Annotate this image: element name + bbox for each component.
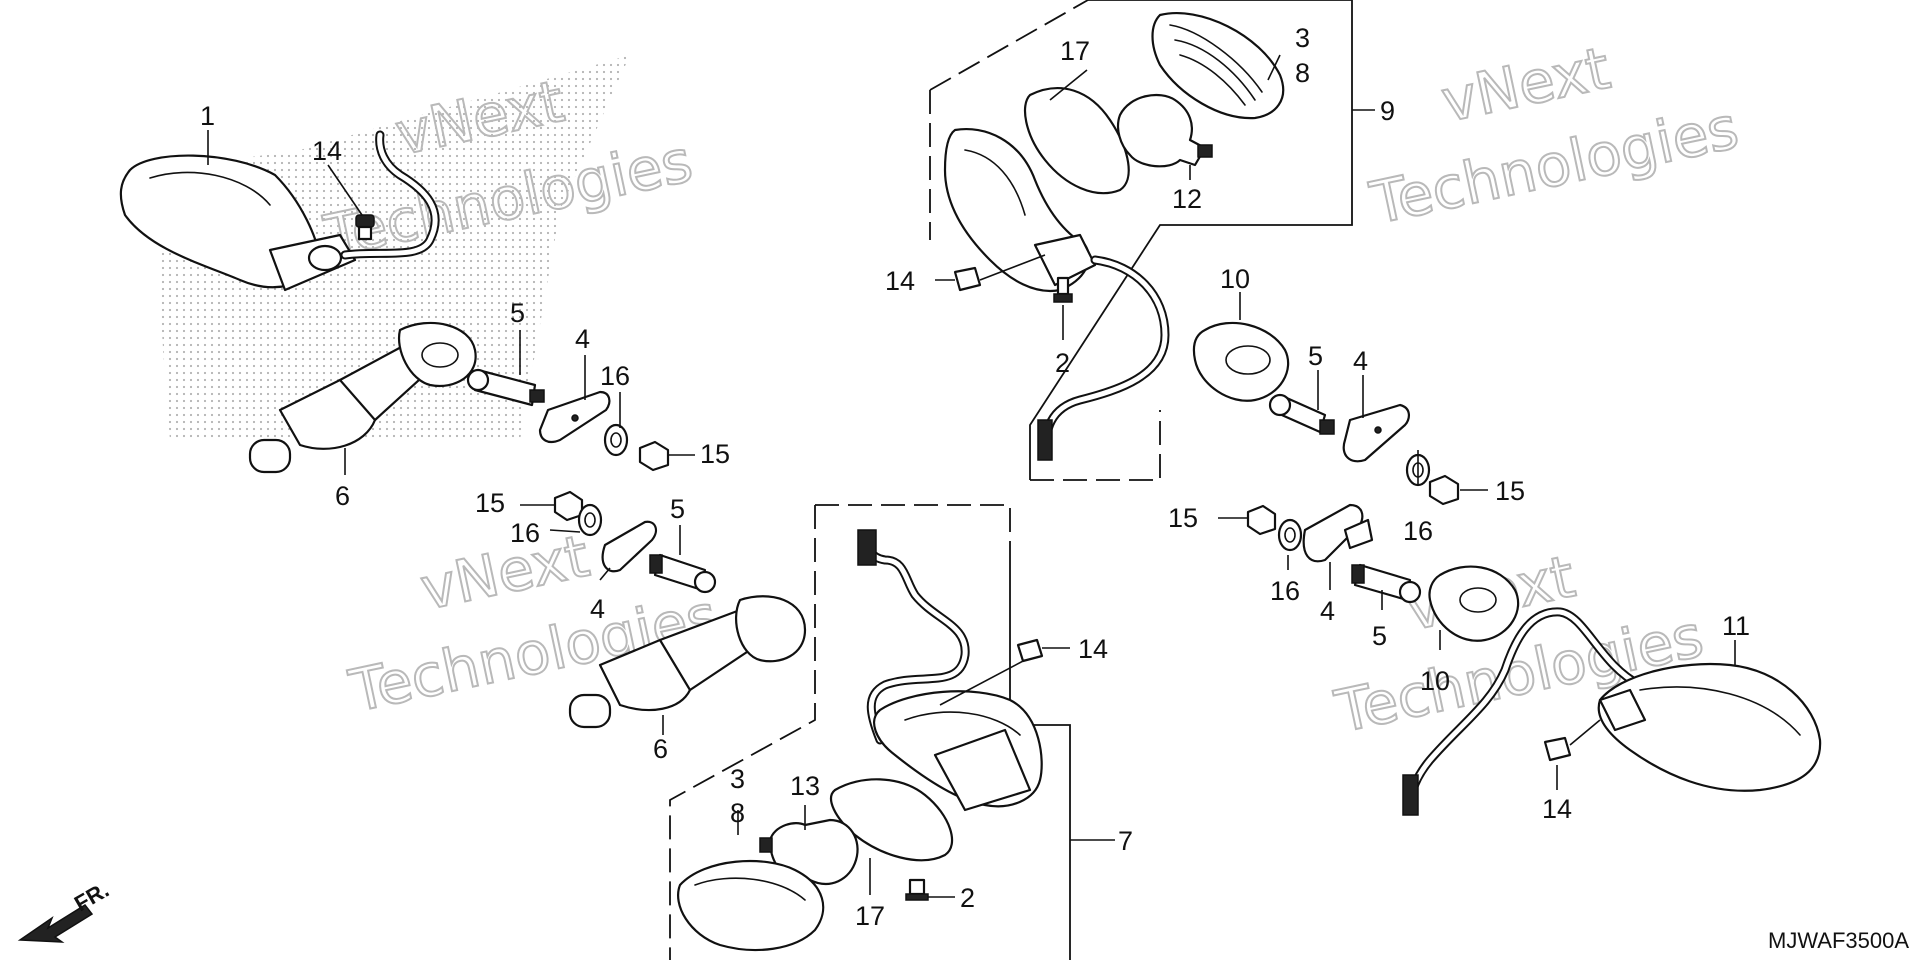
- svg-text:vNext: vNext: [415, 522, 595, 624]
- label-3: 3: [1295, 23, 1310, 53]
- label-14: 14: [1542, 794, 1572, 824]
- part-16-washer-lower-left: [577, 503, 603, 537]
- label-5: 5: [1308, 341, 1323, 371]
- front-direction-indicator: FR.: [17, 877, 113, 943]
- part-15-nut-right-lower: [1246, 504, 1277, 536]
- leader-lines: [207, 54, 1736, 898]
- label-4: 4: [1353, 346, 1368, 376]
- part-6-stay-lower: [568, 595, 807, 729]
- part-15-nut-lower-left: [553, 490, 584, 522]
- label-17: 17: [1060, 36, 1090, 66]
- part-17-gasket-upper: [1023, 87, 1130, 195]
- svg-text:vNext: vNext: [1436, 34, 1616, 136]
- label-17: 17: [855, 901, 885, 931]
- part-4-plate: [538, 390, 611, 444]
- label-11: 11: [1722, 611, 1750, 641]
- label-3: 3: [730, 764, 745, 794]
- drawing-code: MJWAF3500A: [1768, 928, 1909, 953]
- label-10: 10: [1220, 264, 1250, 294]
- label-5: 5: [670, 494, 685, 524]
- label-15: 15: [1168, 503, 1198, 533]
- part-9-turn-signal-housing: [943, 128, 1097, 293]
- label-4: 4: [575, 324, 590, 354]
- part-1-wire: [340, 130, 440, 260]
- part-1-turn-signal-housing: [119, 154, 357, 292]
- label-8: 8: [730, 798, 745, 828]
- label-2: 2: [960, 883, 975, 913]
- part-14-screw-upper-center: [953, 266, 982, 292]
- part-4-plate-lower-left: [601, 520, 658, 573]
- label-15: 15: [475, 488, 505, 518]
- part-11-wire: [1402, 607, 1645, 816]
- label-6: 6: [653, 734, 668, 764]
- label-2: 2: [1055, 348, 1070, 378]
- part-5-bolt-right-upper: [1268, 393, 1335, 435]
- part-12-bulb: [1116, 93, 1213, 168]
- part-15-nut: [638, 440, 670, 472]
- part-6-stay: [248, 321, 477, 474]
- part-labels: 1 14 5 4 16 15 6 15 16 4 5 6 17 3 8 9 12…: [200, 23, 1750, 931]
- label-15: 15: [700, 439, 730, 469]
- label-8: 8: [1295, 58, 1310, 88]
- part-4-plate-right-lower: [1302, 503, 1374, 563]
- label-7: 7: [1118, 826, 1133, 856]
- svg-text:Technologies: Technologies: [1364, 93, 1744, 237]
- part-11-turn-signal-housing: [1597, 662, 1822, 792]
- part-5-bolt: [466, 368, 545, 407]
- part-2-screw-upper: [1053, 276, 1073, 303]
- part-10-bracket-upper: [1192, 321, 1290, 402]
- label-4: 4: [590, 594, 605, 624]
- label-13: 13: [790, 771, 820, 801]
- label-16: 16: [600, 361, 630, 391]
- part-3-lens-lower: [677, 859, 825, 952]
- label-4: 4: [1320, 596, 1335, 626]
- label-9: 9: [1380, 96, 1395, 126]
- part-9-wire: [1037, 255, 1170, 461]
- arrow-icon: [17, 904, 94, 943]
- part-16-washer-right-lower: [1277, 518, 1303, 552]
- label-15: 15: [1495, 476, 1525, 506]
- part-4-plate-right-upper: [1342, 403, 1410, 463]
- part-14-screw-center: [1016, 638, 1044, 663]
- shading-area: [160, 55, 630, 440]
- label-6: 6: [335, 481, 350, 511]
- label-16: 16: [1270, 576, 1300, 606]
- label-14: 14: [1078, 634, 1108, 664]
- part-5-bolt-right-lower: [1351, 563, 1422, 604]
- part-2-screw-lower: [905, 878, 929, 901]
- label-10: 10: [1420, 666, 1450, 696]
- part-15-nut-right-upper: [1428, 474, 1460, 506]
- group-box-7: [669, 505, 816, 960]
- label-16: 16: [1403, 516, 1433, 546]
- group-box-9: [929, 0, 1089, 91]
- label-14: 14: [312, 136, 342, 166]
- part-14-screw-right: [1543, 736, 1572, 762]
- part-7-wire: [857, 529, 970, 745]
- part-5-bolt-lower-left: [649, 553, 717, 594]
- label-14: 14: [885, 266, 915, 296]
- label-5: 5: [1372, 621, 1387, 651]
- part-16-washer: [603, 423, 629, 457]
- label-12: 12: [1172, 184, 1202, 214]
- label-5: 5: [510, 298, 525, 328]
- label-16: 16: [510, 518, 540, 548]
- label-1: 1: [200, 101, 215, 131]
- part-7-turn-signal-housing: [873, 690, 1043, 812]
- part-14-screw: [355, 214, 375, 241]
- part-10-bracket-lower: [1428, 565, 1520, 642]
- part-3-lens-upper: [1151, 12, 1285, 120]
